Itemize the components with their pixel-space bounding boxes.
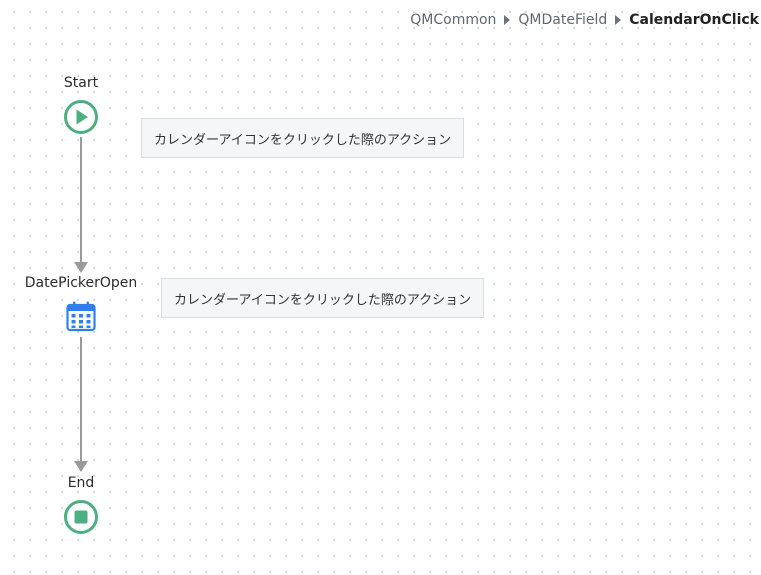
action-node-label: DatePickerOpen: [24, 275, 138, 291]
end-node-label: End: [67, 475, 95, 491]
connector-arrow-icon: [74, 461, 88, 472]
breadcrumb: QMCommon QMDateField CalendarOnClick: [410, 12, 759, 28]
stop-circle-icon: [64, 500, 98, 534]
play-circle-icon: [64, 100, 98, 134]
end-node[interactable]: [63, 499, 99, 539]
comment-box[interactable]: カレンダーアイコンをクリックした際のアクション: [161, 278, 485, 318]
connector-line[interactable]: [80, 337, 82, 461]
breadcrumb-current: CalendarOnClick: [629, 12, 759, 28]
start-node[interactable]: [63, 99, 99, 139]
calendar-icon: [66, 301, 96, 332]
datepicker-open-node[interactable]: [65, 300, 97, 336]
breadcrumb-separator-icon: [504, 15, 511, 25]
breadcrumb-item-module[interactable]: QMCommon: [410, 12, 497, 28]
comment-box[interactable]: カレンダーアイコンをクリックした際のアクション: [141, 118, 465, 158]
breadcrumb-item-block[interactable]: QMDateField: [518, 12, 608, 28]
start-node-label: Start: [63, 75, 99, 91]
breadcrumb-separator-icon: [615, 15, 622, 25]
connector-line[interactable]: [80, 137, 82, 262]
connector-arrow-icon: [74, 262, 88, 273]
